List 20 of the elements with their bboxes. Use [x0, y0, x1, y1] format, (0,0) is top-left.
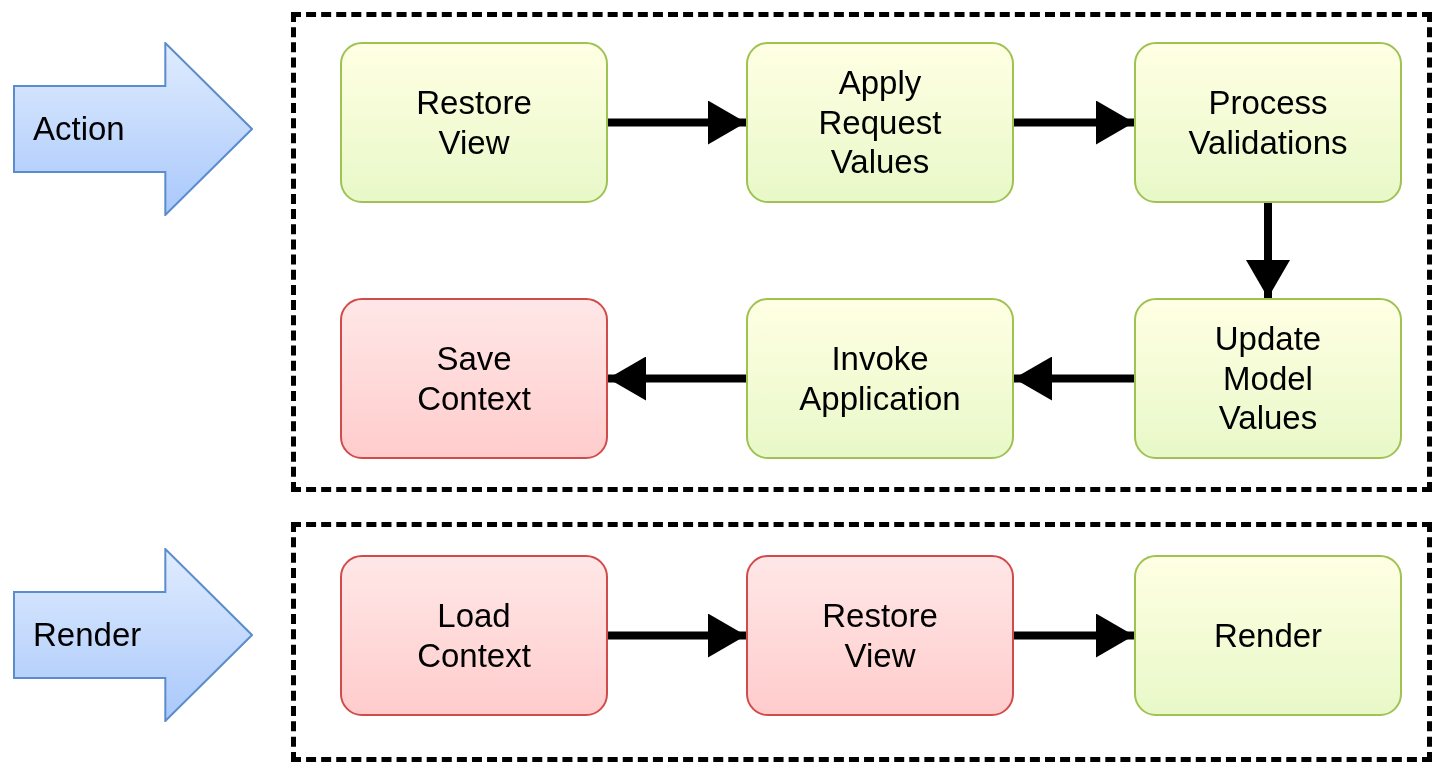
- arrow: [1014, 100, 1134, 145]
- arrow: [608, 356, 746, 401]
- arrow: [1014, 356, 1134, 401]
- process-box: Restore View: [746, 555, 1014, 716]
- process-box: Process Validations: [1134, 42, 1402, 203]
- process-box: Invoke Application: [746, 298, 1014, 459]
- process-box: Update Model Values: [1134, 298, 1402, 459]
- process-box: Load Context: [340, 555, 608, 716]
- process-box: Render: [1134, 555, 1402, 716]
- process-box: Restore View: [340, 42, 608, 203]
- arrow: [608, 100, 746, 145]
- dashed-frame: [291, 12, 1432, 492]
- process-box: Apply Request Values: [746, 42, 1014, 203]
- arrow: [1014, 613, 1134, 658]
- arrow: [1246, 203, 1290, 298]
- block-arrow: Action: [13, 42, 253, 216]
- arrow: [608, 613, 746, 658]
- dashed-frame: [291, 522, 1432, 762]
- block-arrow: Render: [13, 548, 253, 722]
- process-box: Save Context: [340, 298, 608, 459]
